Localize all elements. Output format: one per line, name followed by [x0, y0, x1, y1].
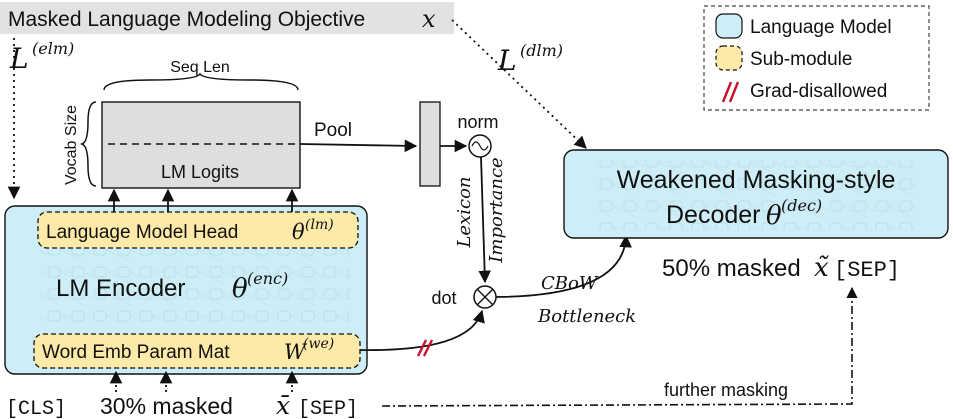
- decoder-line1: Weakened Masking-style: [617, 166, 896, 194]
- loss-dlm-symbol: L: [497, 44, 517, 77]
- pool-label: Pool: [314, 120, 352, 141]
- legend-grad-disallowed-label: Grad-disallowed: [750, 81, 887, 102]
- norm-label: norm: [457, 112, 498, 132]
- vocab-size-brace: [79, 101, 97, 187]
- lexicon-label: Lexicon: [454, 176, 475, 248]
- norm-icon: [471, 141, 489, 151]
- input-cls-token: [CLS]: [6, 398, 66, 419]
- loss-elm-symbol: L: [9, 42, 29, 75]
- word-emb-label: Word Emb Param Mat: [42, 342, 230, 363]
- lexicon-importance-arrow: [478, 156, 491, 284]
- seq-len-brace: [103, 72, 299, 91]
- decoder-param: θ: [766, 201, 782, 231]
- grad-disallowed-marker: [416, 339, 434, 357]
- decoder-network-graphic: [596, 160, 916, 230]
- lm-encoder-param: θ: [232, 274, 248, 304]
- word-emb-param: W: [284, 340, 308, 364]
- vocab-size-label: Vocab Size: [63, 105, 80, 185]
- further-masking-arrow: [381, 286, 858, 407]
- loss-elm-superscript: (elm): [32, 39, 74, 58]
- pool-arrow: [299, 139, 418, 153]
- bottleneck-label: Bottleneck: [537, 306, 636, 327]
- objective-variable: x: [422, 5, 436, 33]
- lm-encoder-label: LM Encoder: [56, 275, 185, 302]
- lm-logits-matrix: [101, 101, 301, 189]
- encoder-network-graphic: [40, 248, 350, 324]
- decoder-masked-var: x̃: [814, 253, 829, 283]
- seq-len-label: Seq Len: [170, 59, 230, 76]
- loss-dlm-superscript: (dlm): [520, 41, 563, 60]
- legend-language-model-label: Language Model: [750, 17, 892, 38]
- word-emb-param-sup: (we): [303, 336, 334, 352]
- lm-head-param-sup: (lm): [305, 217, 334, 233]
- cbow-label: CBoW: [541, 273, 599, 294]
- lm-head-param: θ: [292, 220, 305, 244]
- cbow-bottleneck-arrow: [495, 234, 632, 298]
- word-emb-module: [33, 333, 361, 369]
- dlm-loss-arrow: [451, 19, 587, 149]
- emb-to-dot-arrow: [359, 309, 485, 351]
- importance-label: Importance: [486, 157, 507, 263]
- legend-grad-disallowed-icon: [721, 81, 740, 103]
- lm-head-label: Language Model Head: [46, 222, 238, 243]
- decoder-masked-pct: 50% masked: [662, 255, 801, 282]
- legend-sub-module-swatch: [715, 45, 743, 71]
- legend-language-model-swatch: [715, 13, 743, 39]
- objective-banner: [0, 2, 454, 34]
- input-masked-var: x̄: [276, 391, 290, 419]
- dot-label: dot: [431, 288, 456, 308]
- input-masked-pct: 30% masked: [100, 393, 233, 419]
- further-masking-label: further masking: [664, 380, 788, 400]
- pooled-vector: [419, 101, 441, 187]
- lm-logits-label: LM Logits: [161, 162, 239, 182]
- dot-product-icon: [476, 288, 494, 306]
- decoder-line2: Decoder: [666, 201, 761, 229]
- legend-sub-module-label: Sub-module: [750, 49, 852, 70]
- objective-label: Masked Language Modeling Objective: [8, 8, 365, 31]
- lm-head-module: [37, 211, 359, 249]
- lm-encoder-param-sup: (enc): [247, 269, 288, 288]
- decoder-sep-token: [SEP]: [834, 258, 900, 283]
- input-sep-token: [SEP]: [298, 398, 358, 419]
- decoder-param-sup: (dec): [781, 196, 822, 215]
